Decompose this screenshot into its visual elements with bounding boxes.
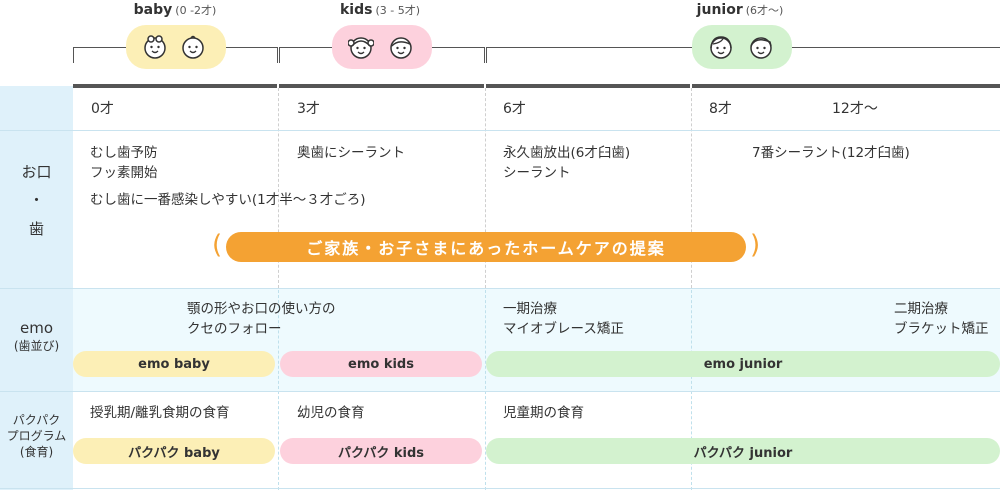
emo-follow-text: 顎の形やお口の使い方の クセのフォロー (187, 301, 336, 337)
row-separator (0, 391, 1000, 392)
bracket-line (279, 47, 332, 48)
row-label-paku: パクパク プログラム (食育) (6, 413, 67, 460)
column-divider (278, 290, 280, 490)
paku-baby-bar: パクパク baby (73, 438, 275, 464)
stage-baby-title: baby(0 -2才) (133, 2, 217, 18)
baby-face-icon (182, 35, 204, 59)
right-paren: ) (750, 230, 761, 260)
paku-kids-text: 幼児の食育 (297, 405, 365, 421)
boy-face-icon (750, 37, 772, 59)
girl-face-icon (348, 37, 374, 59)
row-label-emo: emo (歯並び) (13, 319, 60, 354)
stage-junior-title: junior(6才〜) (696, 2, 784, 18)
bracket-line (792, 47, 1000, 48)
age-label: 3才 (297, 101, 320, 117)
paku-kids-bar: パクパク kids (280, 438, 482, 464)
emo-kids-bar: emo kids (280, 351, 482, 377)
column-divider (485, 290, 487, 490)
bracket-line (226, 47, 277, 48)
emo-phase1-text: 一期治療 マイオブレース矯正 (503, 301, 624, 337)
emo-baby-bar: emo baby (73, 351, 275, 377)
bracket-line (486, 47, 692, 48)
age-label: 0才 (91, 101, 114, 117)
girl-face-icon (710, 36, 732, 59)
column-divider (278, 88, 280, 288)
bracket-tick (277, 47, 278, 63)
bracket-line (432, 47, 484, 48)
emo-phase2-text: 二期治療 ブラケット矯正 (894, 301, 989, 337)
infection-period-text: むし歯に一番感染しやすい(1才半〜３才ごろ) (90, 192, 366, 208)
column-divider (691, 290, 693, 490)
row-separator (0, 288, 1000, 289)
bracket-tick (486, 47, 487, 63)
boy-face-icon (390, 37, 412, 59)
column-divider (485, 88, 487, 288)
timeline-bar-kids (279, 84, 484, 88)
paku-junior-text: 児童期の食育 (503, 405, 584, 421)
mouth-kids-text: 奥歯にシーラント (297, 145, 405, 161)
age-label: 6才 (503, 101, 526, 117)
stage-kids-title: kids(3 - 5才) (339, 2, 420, 18)
row-label-mouth: お口 ・ 歯 (21, 163, 52, 238)
bracket-tick (279, 47, 280, 63)
row-separator (0, 488, 1000, 489)
baby-faces-pill (126, 25, 226, 69)
age-label: 8才 (709, 101, 732, 117)
paku-junior-bar: パクパク junior (486, 438, 1000, 464)
mouth-baby-text: むし歯予防 フッ素開始 (90, 145, 158, 181)
junior-faces-pill (692, 25, 792, 69)
column-divider (691, 88, 693, 288)
bracket-tick (484, 47, 485, 63)
bracket-tick (73, 47, 74, 63)
home-care-proposal-banner: ご家族・お子さまにあったホームケアの提案 (226, 232, 746, 262)
bracket-line (73, 47, 126, 48)
paku-baby-text: 授乳期/離乳食期の食育 (90, 405, 230, 421)
mouth-junior-text: 永久歯放出(6才臼歯) シーラント (503, 145, 631, 181)
timeline-bar-junior2 (692, 84, 1000, 88)
timeline-bar-junior (486, 84, 690, 88)
baby-face-icon (144, 35, 166, 59)
row-separator (0, 130, 1000, 131)
emo-junior-bar: emo junior (486, 351, 1000, 377)
timeline-bar-baby (73, 84, 277, 88)
age-label: 12才〜 (832, 101, 878, 117)
kids-faces-pill (332, 25, 432, 69)
mouth-junior2-text: 7番シーラント(12才臼歯) (752, 145, 910, 161)
left-paren: ( (212, 230, 223, 260)
